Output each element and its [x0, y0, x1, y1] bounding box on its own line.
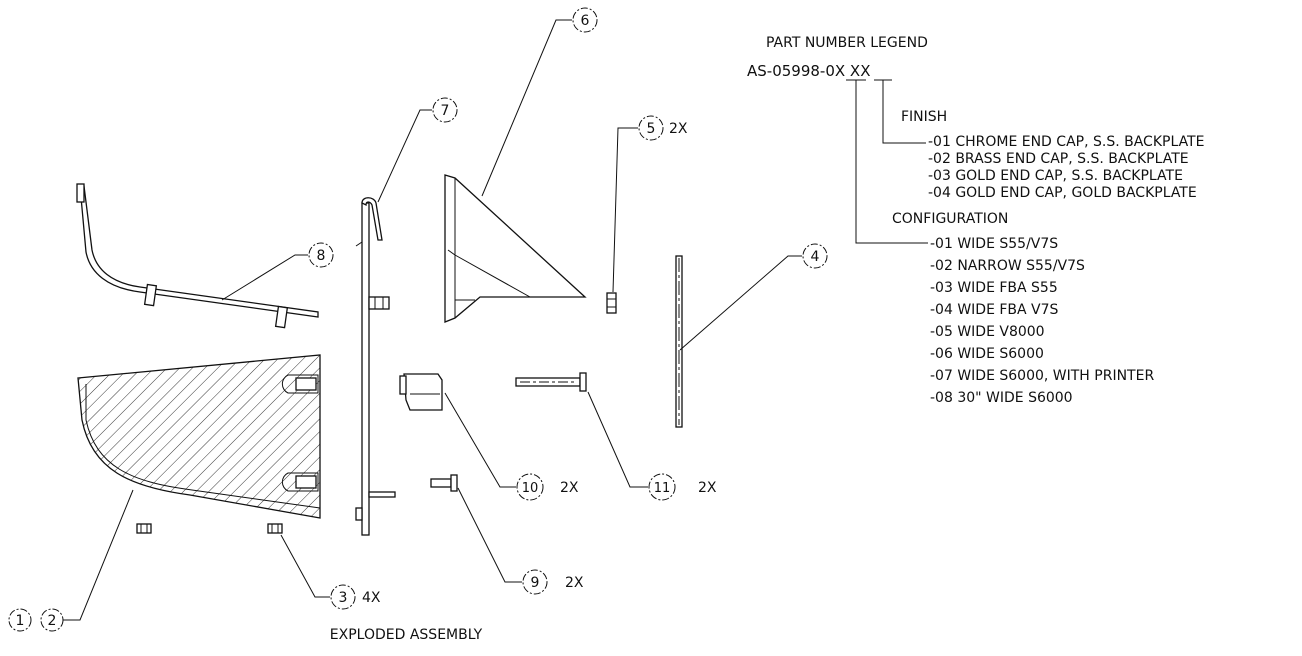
configuration-option-08: -08 30" WIDE S6000: [930, 390, 1073, 406]
part-8-curved-bracket: [76, 183, 319, 329]
configuration-option-06: -06 WIDE S6000: [930, 346, 1044, 362]
balloon-4-number: 4: [811, 249, 820, 265]
balloon-2-number: 2: [48, 613, 57, 629]
balloon-3-qty: 4X: [362, 590, 381, 606]
configuration-option-01: -01 WIDE S55/V7S: [930, 236, 1058, 252]
finish-option-02: -02 BRASS END CAP, S.S. BACKPLATE: [928, 151, 1189, 167]
balloon-2: 2: [40, 608, 64, 632]
finish-option-01: -01 CHROME END CAP, S.S. BACKPLATE: [928, 134, 1204, 150]
configuration-option-03: -03 WIDE FBA S55: [930, 280, 1058, 296]
balloon-1: 1: [8, 608, 32, 632]
part-6-end-cap: [444, 174, 587, 323]
part-11-screw: [515, 372, 587, 392]
balloon-1-number: 1: [16, 613, 25, 629]
part-10-clip: [399, 373, 443, 411]
part-1-2-base-panel: [77, 354, 321, 519]
balloon-7: 7: [432, 97, 458, 123]
balloon-7-number: 7: [441, 103, 450, 119]
balloon-11-qty: 2X: [698, 480, 717, 496]
part-7-vertical-bracket: [355, 197, 396, 536]
balloon-4: 4: [802, 243, 828, 269]
configuration-option-04: -04 WIDE FBA V7S: [930, 302, 1059, 318]
balloon-3: 3 4X: [330, 584, 381, 610]
legend-heading: PART NUMBER LEGEND: [766, 35, 928, 51]
balloon-9-number: 9: [531, 575, 540, 591]
drawing-title: EXPLODED ASSEMBLY: [330, 627, 483, 643]
balloon-5-qty: 2X: [669, 121, 688, 137]
balloon-10: 10 2X: [516, 473, 579, 501]
balloon-9-qty: 2X: [565, 575, 584, 591]
finish-label: FINISH: [901, 109, 947, 125]
part-number-legend: PART NUMBER LEGEND AS-05998-0X XX FINISH…: [747, 35, 1204, 406]
configuration-option-07: -07 WIDE S6000, WITH PRINTER: [930, 368, 1154, 384]
balloon-8-number: 8: [317, 248, 326, 264]
configuration-option-05: -05 WIDE V8000: [930, 324, 1045, 340]
part-9-screw: [430, 474, 458, 492]
balloon-5-number: 5: [647, 121, 656, 137]
balloon-6: 6: [572, 7, 598, 33]
part-4-strip: [675, 255, 683, 428]
legend-part-number: AS-05998-0X XX: [747, 62, 870, 80]
balloon-9: 9 2X: [522, 569, 584, 595]
balloon-3-number: 3: [339, 590, 348, 606]
part-5-nut: [606, 292, 617, 314]
balloon-11-number: 11: [654, 481, 671, 496]
finish-option-03: -03 GOLD END CAP, S.S. BACKPLATE: [928, 168, 1183, 184]
leader-lines: [62, 19, 802, 621]
configuration-option-02: -02 NARROW S55/V7S: [930, 258, 1085, 274]
balloon-10-number: 10: [522, 481, 539, 496]
balloon-6-number: 6: [581, 13, 590, 29]
balloon-5: 5 2X: [638, 115, 688, 141]
balloon-8: 8: [308, 242, 334, 268]
balloon-10-qty: 2X: [560, 480, 579, 496]
part-3-nuts: [136, 523, 283, 534]
configuration-label: CONFIGURATION: [892, 211, 1008, 227]
finish-option-04: -04 GOLD END CAP, GOLD BACKPLATE: [928, 185, 1197, 201]
balloon-11: 11 2X: [648, 473, 717, 501]
